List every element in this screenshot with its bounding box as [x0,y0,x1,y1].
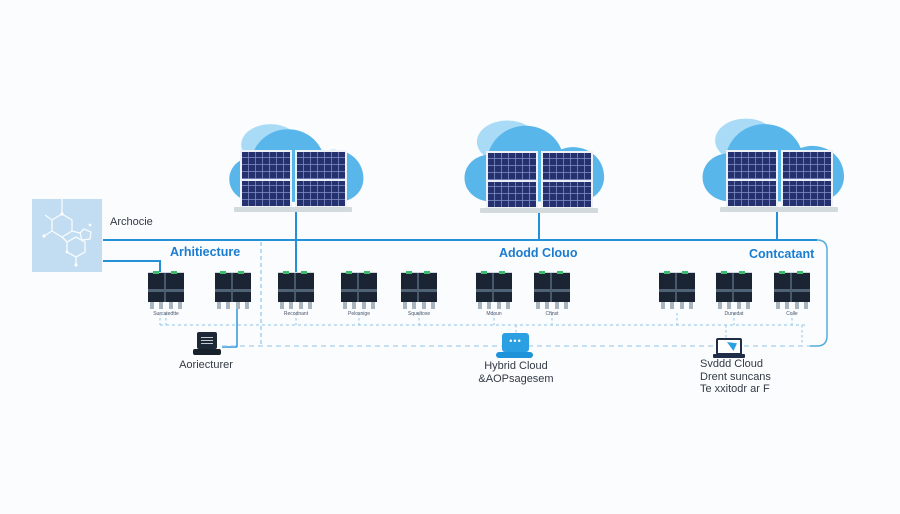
molecule-box [32,199,102,272]
device-pins [534,302,570,309]
molecule-icon [42,199,92,267]
hybrid-cloud-label-line1: Hybrid Cloud [484,360,548,372]
led-indicator [539,271,545,274]
device-pins [341,302,377,309]
led-indicator [301,271,307,274]
inverter-device-6: Mdoun [476,271,512,317]
cloud-client-label: Svddd Cloud Drent suncans Te xxitodr ar … [700,358,771,396]
led-indicator [238,271,244,274]
device-label: Surcatedtte [153,311,179,317]
workstation-laptop-base [193,349,221,355]
inverter-device-10: Colle [774,271,810,317]
led-indicator [220,271,226,274]
inverter-body [215,271,251,302]
inverter-body [659,271,695,302]
panel-base-1 [234,207,352,212]
workstation-label: Aoriecturer [179,359,233,371]
solar-module [726,150,778,208]
panel-base-2 [480,208,598,213]
inverter-body [774,271,810,302]
inverter-device-1: Surcatedtte [148,271,184,317]
led-indicator [557,271,563,274]
inverter-body [716,271,752,302]
cloud-client-laptop-base [713,354,745,358]
inverter-body [401,271,437,302]
solar-panel-array-3 [726,150,833,208]
device-pins [278,302,314,309]
hybrid-cloud-label-line2: &AOPsagesem [478,373,554,385]
led-indicator [364,271,370,274]
hybrid-cloud-label: Hybrid Cloud &AOPsagesem [446,360,586,386]
led-indicator [481,271,487,274]
hybrid-cloud-laptop-base [496,352,533,358]
inverter-device-4: Pelosnige [341,271,377,317]
led-indicator [499,271,505,274]
led-indicator [721,271,727,274]
cloud-client-laptop-icon [716,338,742,355]
led-indicator [739,271,745,274]
solar-module [541,151,593,209]
device-pins [215,302,251,309]
led-indicator [779,271,785,274]
section-label-contcatant: Contcatant [749,247,815,261]
device-pins [774,302,810,309]
device-label: Mdoun [486,311,502,317]
inverter-device-2 [215,271,251,312]
cloud-client-label-line3: Te xxitodr ar F [700,383,770,395]
led-indicator [153,271,159,274]
inverter-body [278,271,314,302]
section-label-cloud: Adodd Clouo [499,246,578,260]
led-indicator [171,271,177,274]
cloud-client-label-line1: Svddd Cloud [700,358,763,370]
inverter-body [534,271,570,302]
device-pins [148,302,184,309]
solar-module [486,151,538,209]
led-indicator [682,271,688,274]
send-glyph-icon [727,342,737,351]
hybrid-cloud-laptop-icon: ••• [502,333,529,352]
solar-module [295,150,347,208]
solar-panel-array-2 [486,151,593,209]
device-label: Recodnant [283,311,309,317]
led-indicator [346,271,352,274]
inverter-device-9: Dunedat [716,271,752,317]
device-pins [716,302,752,309]
solar-module [781,150,833,208]
device-label: Cftnst [545,311,559,317]
section-label-architecture: Arhitiecture [170,245,241,259]
inverter-body [476,271,512,302]
left-box-caption: Archocie [110,216,153,228]
device-label: Squeltose [407,311,431,317]
device-label: Colle [786,311,798,317]
inverter-device-5: Squeltose [401,271,437,317]
led-indicator [406,271,412,274]
led-indicator [283,271,289,274]
led-indicator [664,271,670,274]
led-indicator [797,271,803,274]
device-label: Dunedat [724,311,744,317]
workstation-laptop-icon [197,332,217,349]
cloud-client-label-line2: Drent suncans [700,370,771,383]
device-label: Pelosnige [348,311,370,317]
inverter-device-3: Recodnant [278,271,314,317]
screen-text-lines [201,336,213,344]
inverter-body [341,271,377,302]
solar-panel-array-1 [240,150,347,208]
led-indicator [424,271,430,274]
inverter-device-7: Cftnst [534,271,570,317]
inverter-body [148,271,184,302]
device-pins [659,302,695,309]
panel-base-3 [720,207,838,212]
inverter-device-8 [659,271,695,312]
device-pins [401,302,437,309]
device-pins [476,302,512,309]
solar-module [240,150,292,208]
